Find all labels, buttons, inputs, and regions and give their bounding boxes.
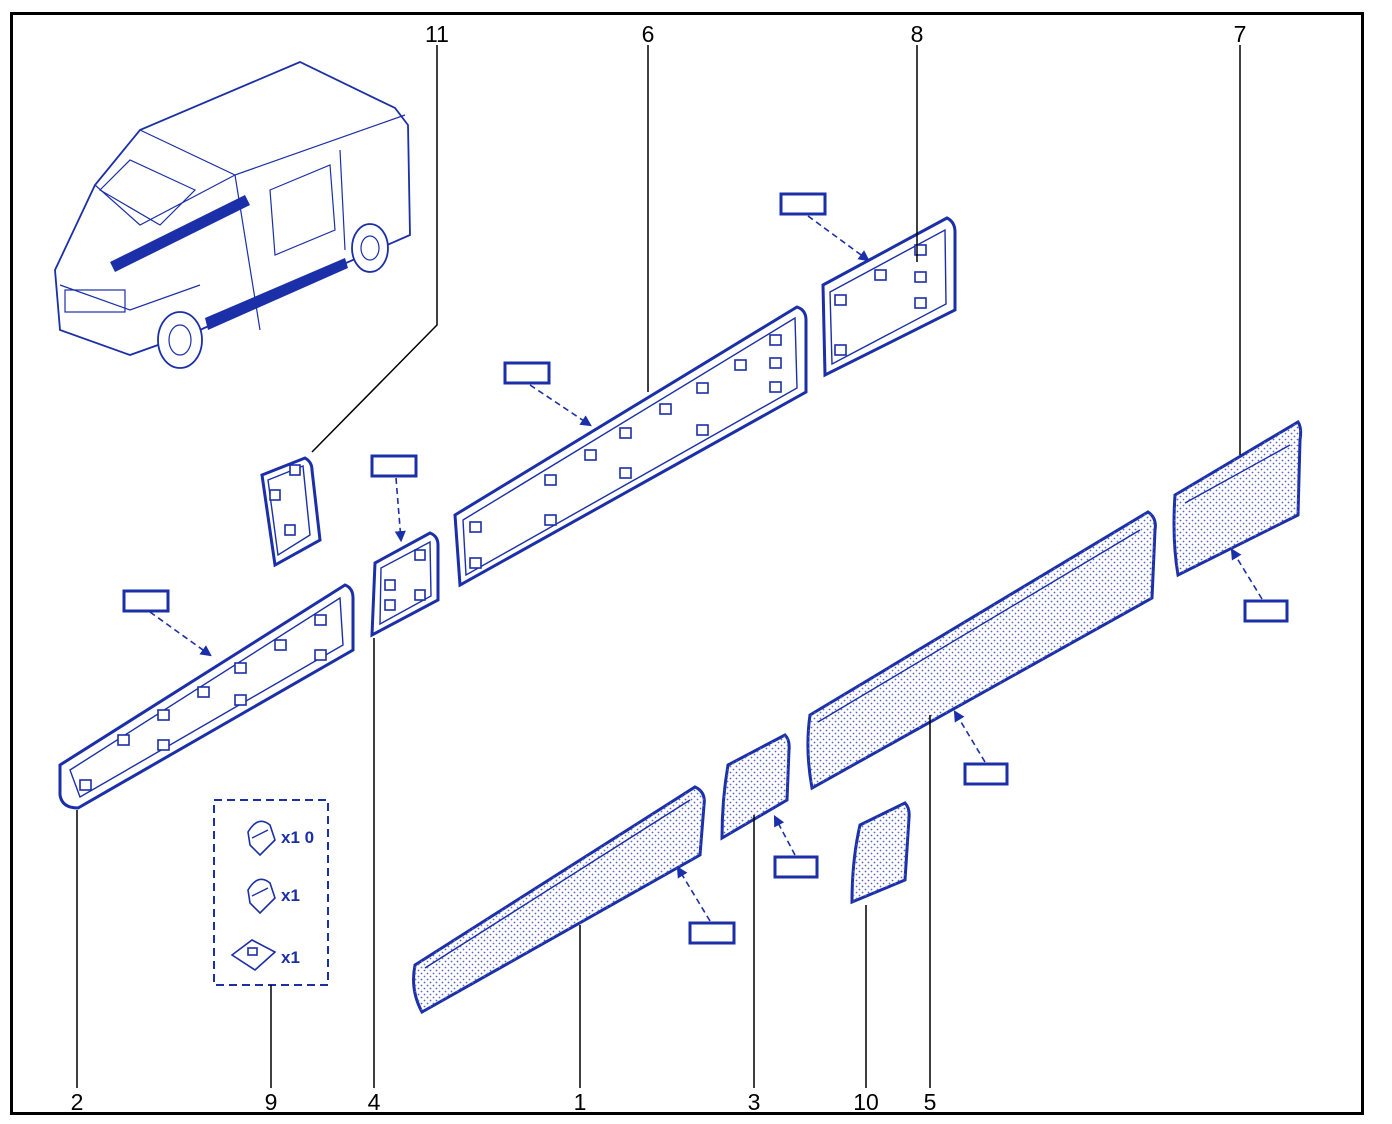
tape-marker-2	[122, 589, 170, 613]
tape-marker-8	[779, 192, 827, 216]
tape-marker-3	[773, 855, 819, 879]
diagram-frame	[10, 12, 1364, 1115]
callout-1: 1	[574, 1089, 587, 1115]
part-6-middle-moulding-base	[453, 305, 808, 588]
part-9-clip-kit: x1 0 x1 x1	[213, 799, 329, 986]
adhesive-tape-markers	[122, 192, 1289, 945]
van-illustration	[54, 61, 411, 369]
part-1-front-moulding	[412, 785, 706, 1015]
clip-a-icon	[247, 820, 276, 857]
callout-9: 9	[265, 1089, 278, 1115]
callout-3: 3	[748, 1089, 761, 1115]
callout-11: 11	[425, 21, 449, 47]
callout-5: 5	[924, 1089, 937, 1115]
callout-10: 10	[853, 1089, 879, 1115]
callout-6: 6	[642, 21, 655, 47]
part-11-end-trim	[260, 456, 322, 568]
tape-marker-4	[370, 454, 418, 478]
part-4-small-base	[370, 531, 440, 638]
callout-leaders	[76, 45, 1241, 1088]
tape-marker-1	[688, 921, 736, 945]
part-10-end-cap	[850, 801, 911, 905]
part-3-short-moulding	[720, 733, 791, 841]
clip-b-qty: x1	[281, 886, 300, 905]
part-5-long-moulding	[806, 510, 1157, 791]
callout-4: 4	[368, 1089, 381, 1115]
base-plate-icon	[230, 939, 277, 972]
callout-7: 7	[1234, 21, 1247, 47]
clip-b-icon	[247, 878, 276, 915]
base-qty: x1	[281, 948, 300, 967]
callout-numbers: 11 6 8 7 2 9 4 1 3 10 5	[71, 21, 1247, 1115]
tape-marker-6	[503, 361, 551, 385]
callout-8: 8	[911, 21, 924, 47]
tape-marker-5	[963, 762, 1009, 786]
clip-a-qty: x1 0	[281, 828, 314, 847]
callout-2: 2	[71, 1089, 84, 1115]
part-7-rear-moulding	[1172, 419, 1303, 578]
part-8-rear-base	[821, 216, 957, 378]
tape-marker-7	[1243, 599, 1289, 623]
part-2-front-moulding-base	[58, 583, 355, 810]
